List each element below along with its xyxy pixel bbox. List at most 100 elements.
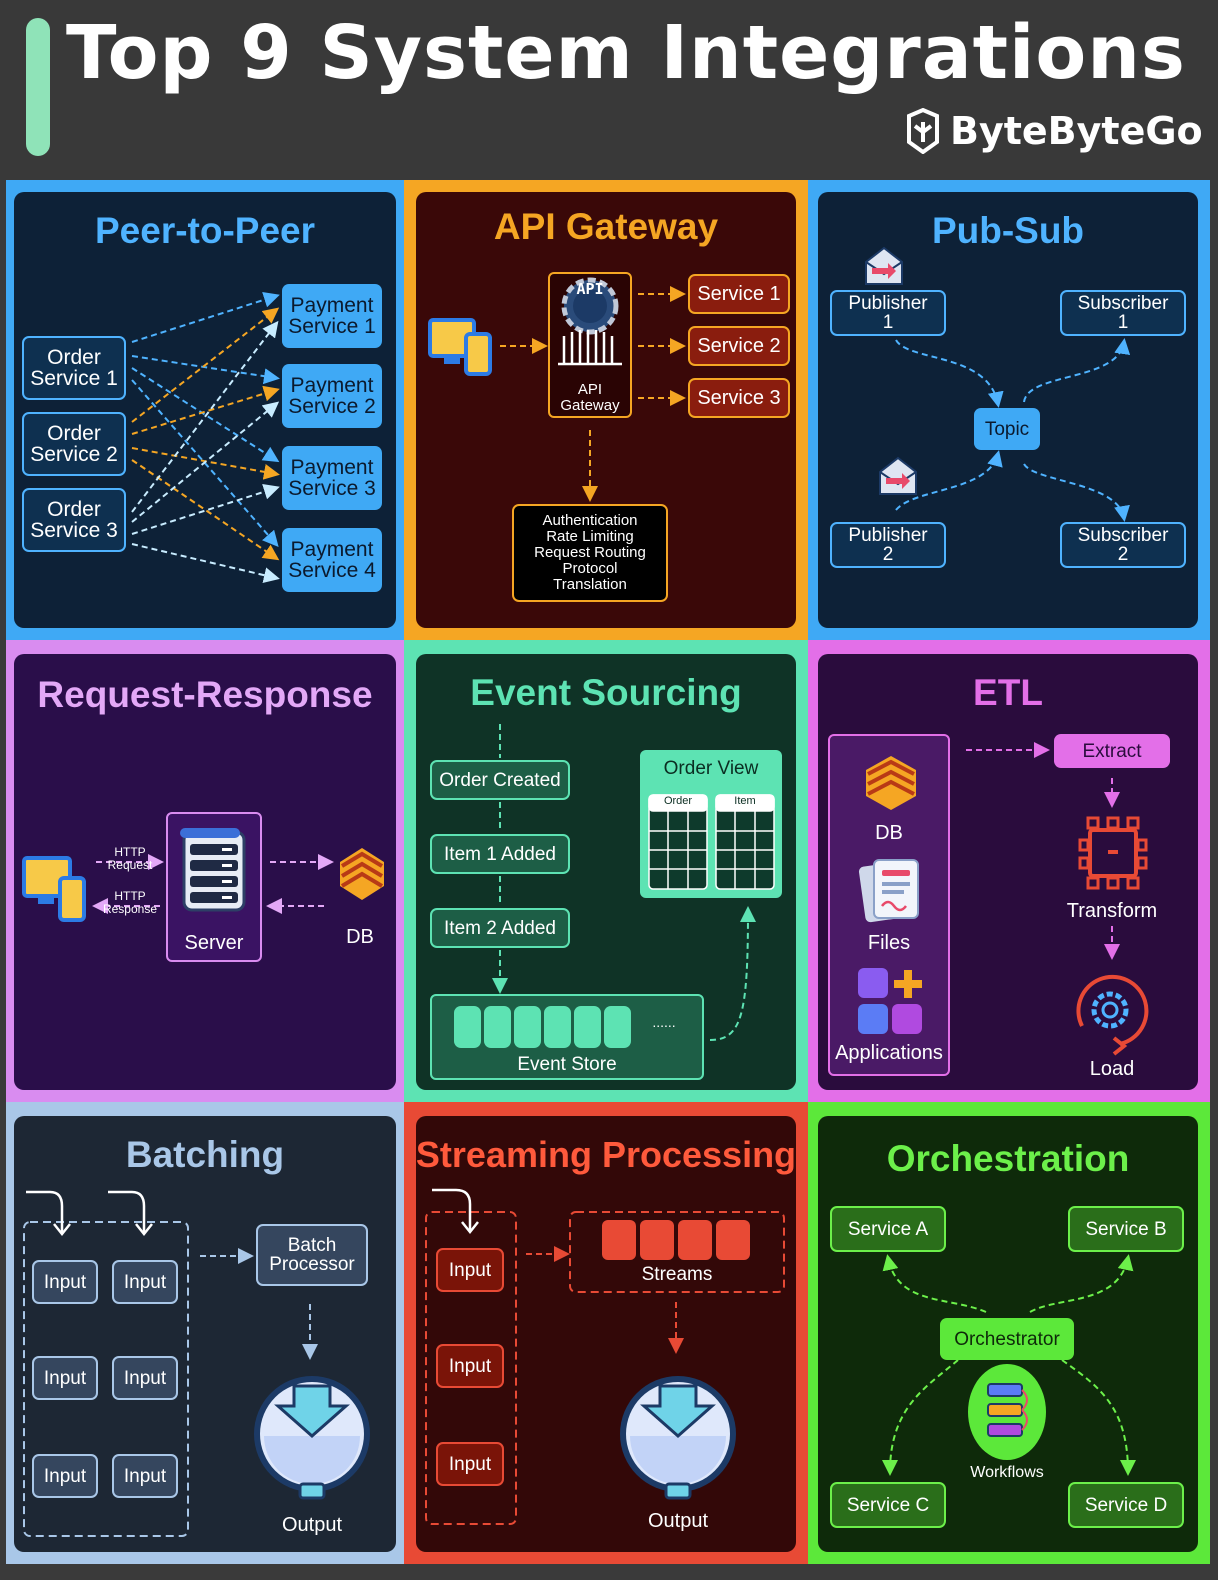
- panel-title: API Gateway: [493, 206, 719, 247]
- batch-input: Input: [112, 1454, 178, 1498]
- source-applications: Applications: [835, 1042, 943, 1064]
- panel-title: Peer-to-Peer: [94, 210, 316, 251]
- panel-orchestration: Orchestration Service A Service B Orches…: [808, 1102, 1210, 1564]
- payment-service-1: Payment Service 1: [282, 284, 382, 348]
- streams-label: Streams: [641, 1264, 713, 1285]
- es-arrows: [492, 724, 756, 1041]
- order-service-3: Order Service 3: [22, 488, 126, 552]
- panel-title: Batching: [125, 1134, 285, 1175]
- extract-step: Extract: [1054, 734, 1170, 768]
- stream-input: Input: [436, 1442, 504, 1486]
- service-3: Service 3: [688, 378, 790, 418]
- output-icon: [620, 1376, 736, 1500]
- rr-arrows: [92, 854, 334, 914]
- panel-title: Streaming Processing: [415, 1134, 797, 1175]
- batch-processor: Batch Processor: [256, 1224, 368, 1286]
- output-label: Output: [281, 1514, 343, 1536]
- orchestrator: Orchestrator: [940, 1318, 1074, 1360]
- load-icon: [1076, 974, 1149, 1056]
- panel-streaming-processing: Streaming Processing Input Input Input S…: [404, 1102, 808, 1564]
- payment-service-4: Payment Service 4: [282, 528, 382, 592]
- order-view-tables: [648, 794, 775, 890]
- subscriber-2: Subscriber 2: [1060, 522, 1186, 568]
- brand-logo: ByteByteGo: [904, 108, 1203, 154]
- event-item-2-added: Item 2 Added: [430, 908, 570, 948]
- order-view-title: Order View: [663, 758, 759, 779]
- event-item-1-added: Item 1 Added: [430, 834, 570, 874]
- bytebytego-icon: [907, 108, 939, 154]
- database-icon: [340, 848, 384, 900]
- subscriber-1: Subscriber 1: [1060, 290, 1186, 336]
- payment-service-2: Payment Service 2: [282, 364, 382, 428]
- batching-arrows: [23, 1190, 318, 1537]
- gateway-features: Authentication Rate Limiting Request Rou…: [512, 504, 668, 602]
- message-envelope-icon: [879, 456, 917, 495]
- stream-input: Input: [436, 1248, 504, 1292]
- batch-input: Input: [32, 1454, 98, 1498]
- panel-peer-to-peer: Peer-to-Peer Order Serv: [6, 180, 404, 640]
- payment-service-3: Payment Service 3: [282, 446, 382, 510]
- service-1: Service 1: [688, 274, 790, 314]
- panel-title: Pub-Sub: [931, 210, 1085, 251]
- workflows-icon: [968, 1364, 1046, 1460]
- panel-title: Request-Response: [37, 674, 373, 715]
- http-request-label: HTTP Request: [107, 845, 153, 873]
- client-devices-icon: [22, 856, 86, 922]
- brand-name: ByteByteGo: [950, 109, 1203, 153]
- event-store-cells: [454, 1006, 631, 1048]
- batch-input: Input: [112, 1260, 178, 1304]
- stream-input: Input: [436, 1344, 504, 1388]
- etl-arrows: [966, 742, 1120, 960]
- service-a: Service A: [830, 1206, 946, 1252]
- service-2: Service 2: [688, 326, 790, 366]
- transform-icon: [1078, 816, 1148, 890]
- client-devices-icon: [428, 318, 492, 376]
- transform-label: Transform: [1066, 900, 1158, 922]
- batch-input: Input: [112, 1356, 178, 1400]
- etl-sources: DB Files Applications: [828, 734, 950, 1076]
- api-arrows: [500, 286, 686, 502]
- db-label: DB: [346, 926, 374, 948]
- panel-api-gateway: API Gateway API API Gateway: [404, 180, 808, 640]
- source-files: Files: [867, 932, 911, 954]
- api-icon-text: API: [576, 280, 604, 298]
- files-icon: [858, 859, 919, 923]
- panel-etl: ETL DB Files: [808, 640, 1210, 1102]
- order-service-1: Order Service 1: [22, 336, 126, 400]
- panel-request-response: Request-Response HTTP Request HTTP Respo…: [6, 640, 404, 1102]
- database-icon: [866, 756, 916, 810]
- server-label: Server: [184, 932, 244, 954]
- event-store: ...... Event Store: [430, 994, 704, 1080]
- batch-input: Input: [32, 1356, 98, 1400]
- event-store-label: Event Store: [517, 1054, 617, 1075]
- workflows-label: Workflows: [970, 1464, 1044, 1481]
- api-gate-icon: [558, 277, 622, 366]
- order-service-2: Order Service 2: [22, 412, 126, 476]
- panel-event-sourcing: Event Sourcing Order Created Item 1 Adde…: [404, 640, 808, 1102]
- item-column-header: Item: [734, 795, 756, 807]
- batch-input: Input: [32, 1260, 98, 1304]
- load-label: Load: [1089, 1058, 1135, 1080]
- header: Top 9 System Integrations ByteByteGo: [0, 0, 1218, 180]
- p2p-connections: [131, 292, 280, 584]
- applications-icon: [858, 968, 922, 1034]
- source-db: DB: [875, 822, 903, 844]
- page-title: Top 9 System Integrations: [66, 10, 1186, 96]
- panel-batching: Batching Input Input Input Input Input I…: [6, 1102, 404, 1564]
- http-response-label: HTTP Response: [102, 889, 158, 917]
- streaming-arrows: [425, 1188, 785, 1525]
- api-gateway-box: API API Gateway: [548, 272, 632, 418]
- service-b: Service B: [1068, 1206, 1184, 1252]
- topic: Topic: [974, 408, 1040, 450]
- order-view: Order View Order Item: [640, 750, 782, 898]
- panel-title: Orchestration: [886, 1138, 1130, 1179]
- service-d: Service D: [1068, 1482, 1184, 1528]
- accent-bar: [26, 18, 50, 156]
- event-order-created: Order Created: [430, 760, 570, 800]
- panel-title: Event Sourcing: [470, 672, 742, 713]
- server-icon: [180, 828, 246, 912]
- output-icon: [254, 1376, 370, 1500]
- panel-pub-sub: Pub-Sub Publisher 1 Subscriber 1 Topic P…: [808, 180, 1210, 640]
- panel-title: ETL: [973, 672, 1043, 713]
- order-column-header: Order: [663, 795, 693, 807]
